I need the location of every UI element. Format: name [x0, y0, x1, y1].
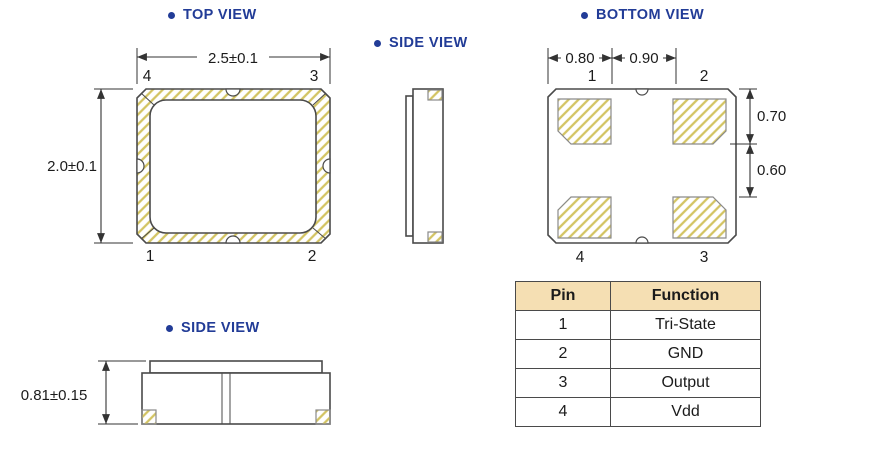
solder-pad-profile	[427, 89, 443, 101]
solder-pad-profile	[427, 231, 443, 243]
pin-function-table: Pin Function 1 Tri-State 2 GND 3 Output …	[515, 281, 761, 427]
package-body-profile	[141, 372, 331, 425]
solder-pad-3	[672, 196, 727, 239]
solder-pad-profile	[141, 409, 157, 425]
top-view-label: TOP VIEW	[168, 7, 257, 23]
table-row: 1 Tri-State	[515, 310, 761, 340]
top-view-height-dimension: 2.0±0.1	[47, 88, 133, 244]
bullet-icon	[581, 11, 588, 19]
corner-castellation-line	[312, 227, 327, 240]
solder-pad-2	[672, 98, 727, 145]
pad-width-dimension-text: 0.80	[565, 50, 594, 67]
table-header-row: Pin Function	[515, 281, 761, 311]
side-view-height-dimension: 0.81±0.15	[21, 360, 146, 425]
pin-function-cell: Tri-State	[610, 310, 761, 340]
pin-function-cell: Output	[610, 368, 761, 398]
package-lid-profile	[405, 95, 414, 237]
pin-number-cell: 3	[515, 368, 611, 398]
bottom-view-label-text: BOTTOM VIEW	[596, 7, 705, 23]
edge-notch	[322, 158, 331, 174]
bottom-view-label: BOTTOM VIEW	[581, 7, 704, 23]
pin-number-cell: 4	[515, 397, 611, 427]
top-view-label-text: TOP VIEW	[183, 7, 257, 23]
edge-notch	[635, 88, 649, 96]
height-dimension-text: 2.0±0.1	[47, 158, 97, 175]
pad-gap-dimension-text: 0.60	[757, 162, 786, 179]
dimension-text-mask	[625, 50, 663, 66]
solder-pad-4	[557, 196, 612, 239]
function-column-header: Function	[610, 281, 761, 311]
pin-number-cell: 2	[515, 339, 611, 369]
package-body-profile	[412, 88, 444, 244]
pin-function-cell: Vdd	[610, 397, 761, 427]
corner-castellation-line	[312, 92, 327, 106]
pad-gap-dimension-text: 0.90	[629, 50, 658, 67]
pin-number: 1	[146, 248, 155, 265]
side-view-top-label-text: SIDE VIEW	[389, 35, 468, 51]
top-view-drawing: 2.5±0.1 2.0±0.1 4 3 1 2	[47, 48, 331, 265]
pin-number: 2	[700, 68, 709, 85]
edge-notch	[635, 236, 649, 244]
top-view-width-dimension: 2.5±0.1	[136, 48, 331, 84]
table-row: 2 GND	[515, 339, 761, 369]
width-dimension-text: 2.5±0.1	[208, 50, 258, 67]
pad-height-dimension-text: 0.70	[757, 108, 786, 125]
side-view-bottom-label-text: SIDE VIEW	[181, 320, 260, 336]
pin-number: 4	[576, 249, 585, 266]
table-row: 4 Vdd	[515, 397, 761, 427]
bullet-icon	[168, 11, 175, 19]
pin-function-cell: GND	[610, 339, 761, 369]
edge-notch	[225, 88, 241, 97]
bottom-view-horizontal-dimensions: 0.80 0.90	[547, 48, 677, 84]
bullet-icon	[166, 324, 173, 332]
bottom-view-drawing: 0.80 0.90 0.70 0.60 1	[547, 48, 786, 266]
package-lid	[149, 99, 317, 234]
edge-notch	[225, 235, 241, 244]
dimension-text-mask	[197, 48, 269, 66]
table-row: 3 Output	[515, 368, 761, 398]
side-view-bottom-label: SIDE VIEW	[166, 320, 260, 336]
side-view-top-label: SIDE VIEW	[374, 35, 468, 51]
pin-number-cell: 1	[515, 310, 611, 340]
pin-number: 1	[588, 68, 597, 85]
side-view-bottom-drawing: 0.81±0.15	[21, 360, 331, 425]
bottom-view-vertical-dimensions: 0.70 0.60	[730, 88, 786, 198]
pin-column-header: Pin	[515, 281, 611, 311]
side-view-top-drawing	[405, 88, 444, 244]
corner-castellation-line	[140, 227, 155, 240]
pin-number: 3	[310, 68, 319, 85]
dimension-text-mask	[561, 50, 599, 66]
solder-pad-profile	[315, 409, 331, 425]
bullet-icon	[374, 39, 381, 47]
package-lid-profile	[149, 360, 323, 374]
corner-castellation-line	[140, 92, 155, 106]
pin-number: 4	[143, 68, 152, 85]
pin-number: 3	[700, 249, 709, 266]
solder-pad-1	[557, 98, 612, 145]
pin-number: 2	[308, 248, 317, 265]
package-height-dimension-text: 0.81±0.15	[21, 387, 88, 404]
edge-notch	[136, 158, 145, 174]
